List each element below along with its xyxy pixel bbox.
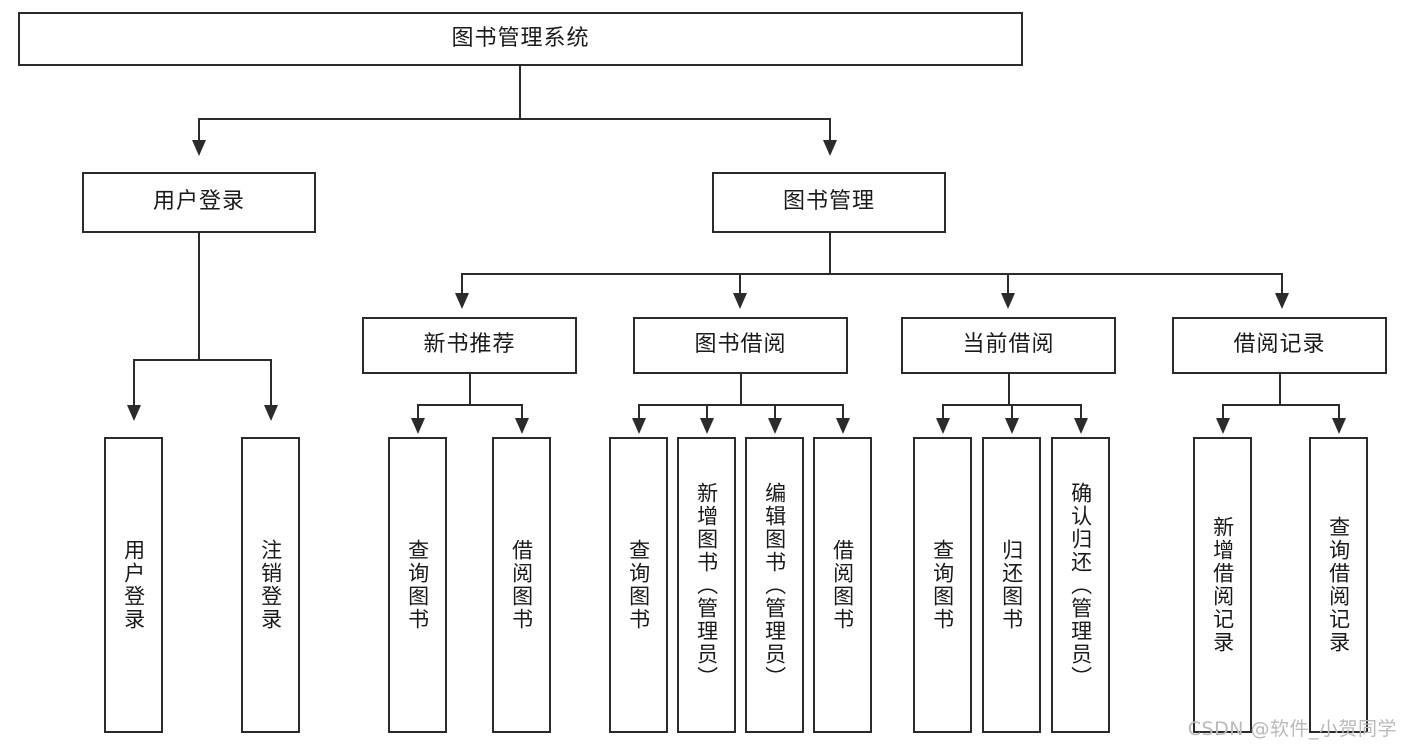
leaf-edit-book-admin[interactable]: 编辑图书（管理员） [745,437,804,733]
arrow-bookborrow-leaf-4 [836,418,850,434]
leaf-label: 确认归还（管理员） [1068,481,1093,689]
arrow-newbook-leaf-2 [515,418,529,434]
arrow-to-leaf-user-login [127,405,141,421]
arrow-currentborrow-leaf-3 [1074,418,1088,434]
edge-bookborrow-drop-2 [706,404,708,420]
leaf-query-borrow-record[interactable]: 查询借阅记录 [1309,437,1368,733]
edge-root-drop-right [829,118,831,142]
edge-userlogin-stem [198,233,200,361]
arrow-bookborrow-leaf-1 [632,418,646,434]
node-user-login[interactable]: 用户登录 [82,172,316,233]
leaf-label: 注销登录 [258,539,283,631]
node-label: 用户登录 [152,189,245,215]
node-label: 图书管理 [782,189,875,215]
leaf-label: 归还图书 [999,539,1024,631]
leaf-label: 查询图书 [930,539,955,631]
leaf-confirm-return-admin[interactable]: 确认归还（管理员） [1051,437,1110,733]
leaf-query-books-borrow[interactable]: 查询图书 [609,437,668,733]
leaf-label: 查询图书 [626,539,651,631]
edge-borrowrecord-stem [1279,374,1281,406]
arrow-to-user-login [192,140,206,156]
arrow-bookborrow-leaf-3 [768,418,782,434]
arrow-currentborrow-leaf-1 [936,418,950,434]
node-label: 借阅记录 [1233,332,1326,358]
node-new-book-recommend[interactable]: 新书推荐 [362,317,577,374]
leaf-query-books-recommend[interactable]: 查询图书 [388,437,447,733]
leaf-user-login[interactable]: 用户登录 [104,437,163,733]
arrow-to-borrow-record [1275,293,1289,309]
edge-bookborrow-drop-4 [842,404,844,420]
edge-bookmgmt-drop-4 [1281,273,1283,295]
arrow-bookborrow-leaf-2 [700,418,714,434]
edge-currentborrow-drop-2 [1011,404,1013,420]
leaf-add-borrow-record[interactable]: 新增借阅记录 [1193,437,1252,733]
leaf-label: 新增图书（管理员） [694,481,719,689]
edge-bookborrow-drop-3 [774,404,776,420]
arrow-borrowrecord-leaf-1 [1216,418,1230,434]
node-current-borrow[interactable]: 当前借阅 [901,317,1116,374]
edge-newbook-drop-1 [417,404,419,420]
arrow-to-new-book-recommend [455,293,469,309]
edge-currentborrow-stem [1008,374,1010,406]
node-borrow-record[interactable]: 借阅记录 [1172,317,1387,374]
leaf-return-books[interactable]: 归还图书 [982,437,1041,733]
leaf-add-book-admin[interactable]: 新增图书（管理员） [677,437,736,733]
edge-bookborrow-stem [740,374,742,406]
edge-borrowrecord-bar [1222,404,1338,406]
edge-newbook-stem [469,374,471,406]
leaf-borrow-books-recommend[interactable]: 借阅图书 [492,437,551,733]
edge-userlogin-bar [133,359,270,361]
edge-currentborrow-drop-1 [942,404,944,420]
edge-currentborrow-drop-3 [1080,404,1082,420]
node-label: 图书借阅 [694,332,787,358]
node-book-management[interactable]: 图书管理 [712,172,946,233]
arrow-newbook-leaf-1 [411,418,425,434]
arrow-to-leaf-logout [264,405,278,421]
arrow-borrowrecord-leaf-2 [1332,418,1346,434]
edge-newbook-drop-2 [521,404,523,420]
leaf-query-books-current[interactable]: 查询图书 [913,437,972,733]
node-label: 图书管理系统 [451,25,590,51]
edge-bookmgmt-drop-1 [461,273,463,295]
leaf-label: 编辑图书（管理员） [762,481,787,689]
leaf-label: 新增借阅记录 [1210,516,1235,654]
edge-userlogin-drop-2 [270,359,272,407]
node-book-borrow[interactable]: 图书借阅 [633,317,848,374]
arrow-currentborrow-leaf-2 [1005,418,1019,434]
edge-bookmgmt-stem [829,233,831,275]
edge-bookmgmt-drop-3 [1007,273,1009,295]
leaf-label: 用户登录 [121,539,146,631]
edge-borrowrecord-drop-1 [1222,404,1224,420]
edge-root-bar [198,118,831,120]
leaf-borrow-books[interactable]: 借阅图书 [813,437,872,733]
edge-bookborrow-bar [638,404,842,406]
edge-bookmgmt-bar [461,273,1283,275]
edge-newbook-bar [417,404,521,406]
edge-bookmgmt-drop-2 [739,273,741,295]
leaf-label: 查询图书 [405,539,430,631]
node-label: 新书推荐 [423,332,516,358]
edge-bookborrow-drop-1 [638,404,640,420]
node-label: 当前借阅 [962,332,1055,358]
arrow-to-book-borrow [733,293,747,309]
edge-root-stem [519,66,521,120]
leaf-label: 借阅图书 [830,539,855,631]
arrow-to-book-management [823,140,837,156]
node-root-library-management-system[interactable]: 图书管理系统 [18,12,1023,66]
edge-root-drop-left [198,118,200,142]
leaf-logout[interactable]: 注销登录 [241,437,300,733]
leaf-label: 查询借阅记录 [1326,516,1351,654]
edge-userlogin-drop-1 [133,359,135,407]
arrow-to-current-borrow [1001,293,1015,309]
leaf-label: 借阅图书 [509,539,534,631]
edge-borrowrecord-drop-2 [1338,404,1340,420]
